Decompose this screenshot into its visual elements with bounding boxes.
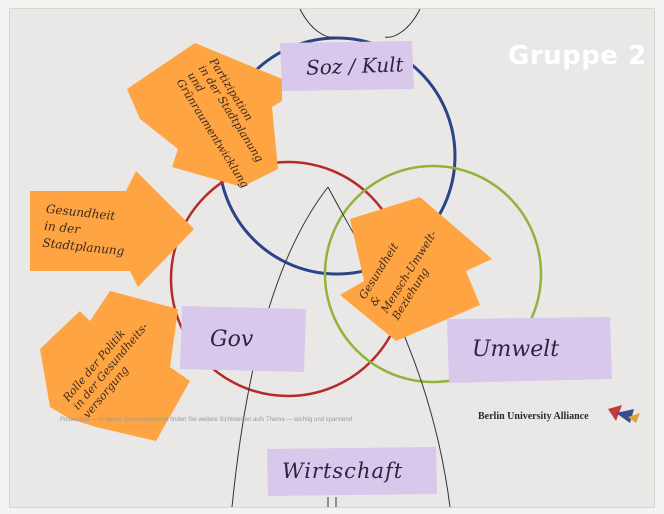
- label-soz-kult: Soz / Kult: [305, 52, 404, 80]
- circle-umwelt: [323, 164, 543, 384]
- sketch-bottom: [327, 497, 337, 507]
- sketch-head-left: [299, 9, 336, 38]
- sketch-head-right: [384, 9, 421, 38]
- poster-footer-text: Posterrand — In dieser Zusammenarbeit fi…: [60, 417, 353, 423]
- label-paper-gov: [180, 306, 306, 372]
- label-umwelt: Umwelt: [472, 337, 560, 362]
- arrow-note-rolle-politik: [40, 291, 190, 441]
- arrow-note-gesundheit-umwelt: [340, 197, 492, 341]
- poster-drawing: [30, 9, 640, 507]
- bua-logo-shape-1: [608, 405, 622, 421]
- label-paper-umwelt: [447, 317, 612, 383]
- arrow-note-gesundheit-stadt: [30, 171, 194, 287]
- bua-logo-shape-3: [628, 413, 640, 423]
- arrow-note-partizipation: [127, 43, 282, 187]
- bua-logo-text: Berlin University Alliance: [478, 411, 589, 422]
- note-text-gesundheit-stadt: Gesundheit in der Stadtplanung: [41, 201, 126, 259]
- bua-logo-shape-2: [616, 409, 634, 423]
- label-paper-wirtschaft: [267, 447, 437, 496]
- workshop-photo: Gruppe 2 Soz / Kult Gov Umwelt Wirtschaf…: [9, 8, 655, 508]
- label-wirtschaft: Wirtschaft: [282, 459, 404, 483]
- group-title: Gruppe 2: [508, 41, 647, 71]
- label-gov: Gov: [210, 327, 254, 352]
- label-paper-soz-kult: [280, 41, 414, 91]
